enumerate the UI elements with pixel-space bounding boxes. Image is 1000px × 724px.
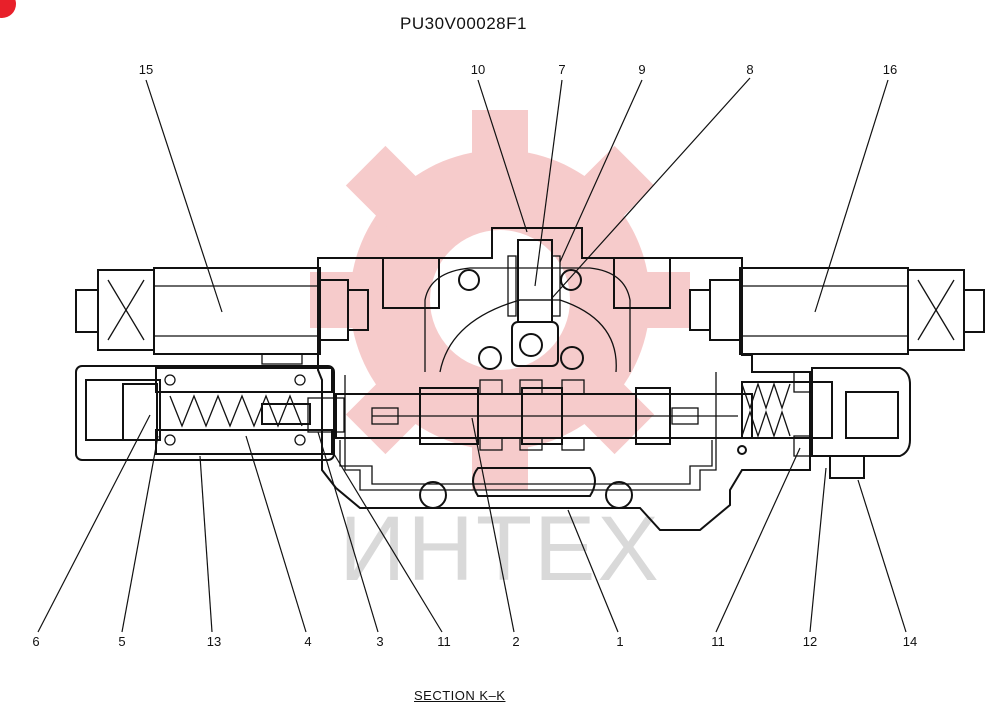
callout-5: 5 <box>118 634 125 649</box>
callout-13: 13 <box>207 634 221 649</box>
watermark-text: ИНТЕХ <box>339 498 661 600</box>
callout-1: 1 <box>616 634 623 649</box>
valve-body <box>317 227 811 531</box>
corner-marker <box>0 0 16 18</box>
callout-2: 2 <box>512 634 519 649</box>
callout-labels: 15 10 7 9 8 16 6 5 13 4 3 11 2 1 11 12 1… <box>32 62 917 649</box>
callout-3: 3 <box>376 634 383 649</box>
callout-11-left: 11 <box>437 634 451 649</box>
callout-12: 12 <box>803 634 817 649</box>
leader-lines <box>37 77 907 633</box>
left-solenoid <box>75 267 369 365</box>
callout-7: 7 <box>558 62 565 77</box>
callout-14: 14 <box>903 634 917 649</box>
callout-15: 15 <box>139 62 153 77</box>
callout-11-right: 11 <box>711 634 725 649</box>
right-spring-housing <box>741 367 911 479</box>
part-number: PU30V00028F1 <box>400 14 527 33</box>
callout-9: 9 <box>638 62 645 77</box>
callout-6: 6 <box>32 634 39 649</box>
callout-10: 10 <box>471 62 485 77</box>
callout-16: 16 <box>883 62 897 77</box>
left-spring-housing <box>75 365 345 461</box>
section-title: SECTION K–K <box>414 688 506 703</box>
callout-8: 8 <box>746 62 753 77</box>
callout-4: 4 <box>304 634 311 649</box>
right-solenoid <box>689 267 985 355</box>
